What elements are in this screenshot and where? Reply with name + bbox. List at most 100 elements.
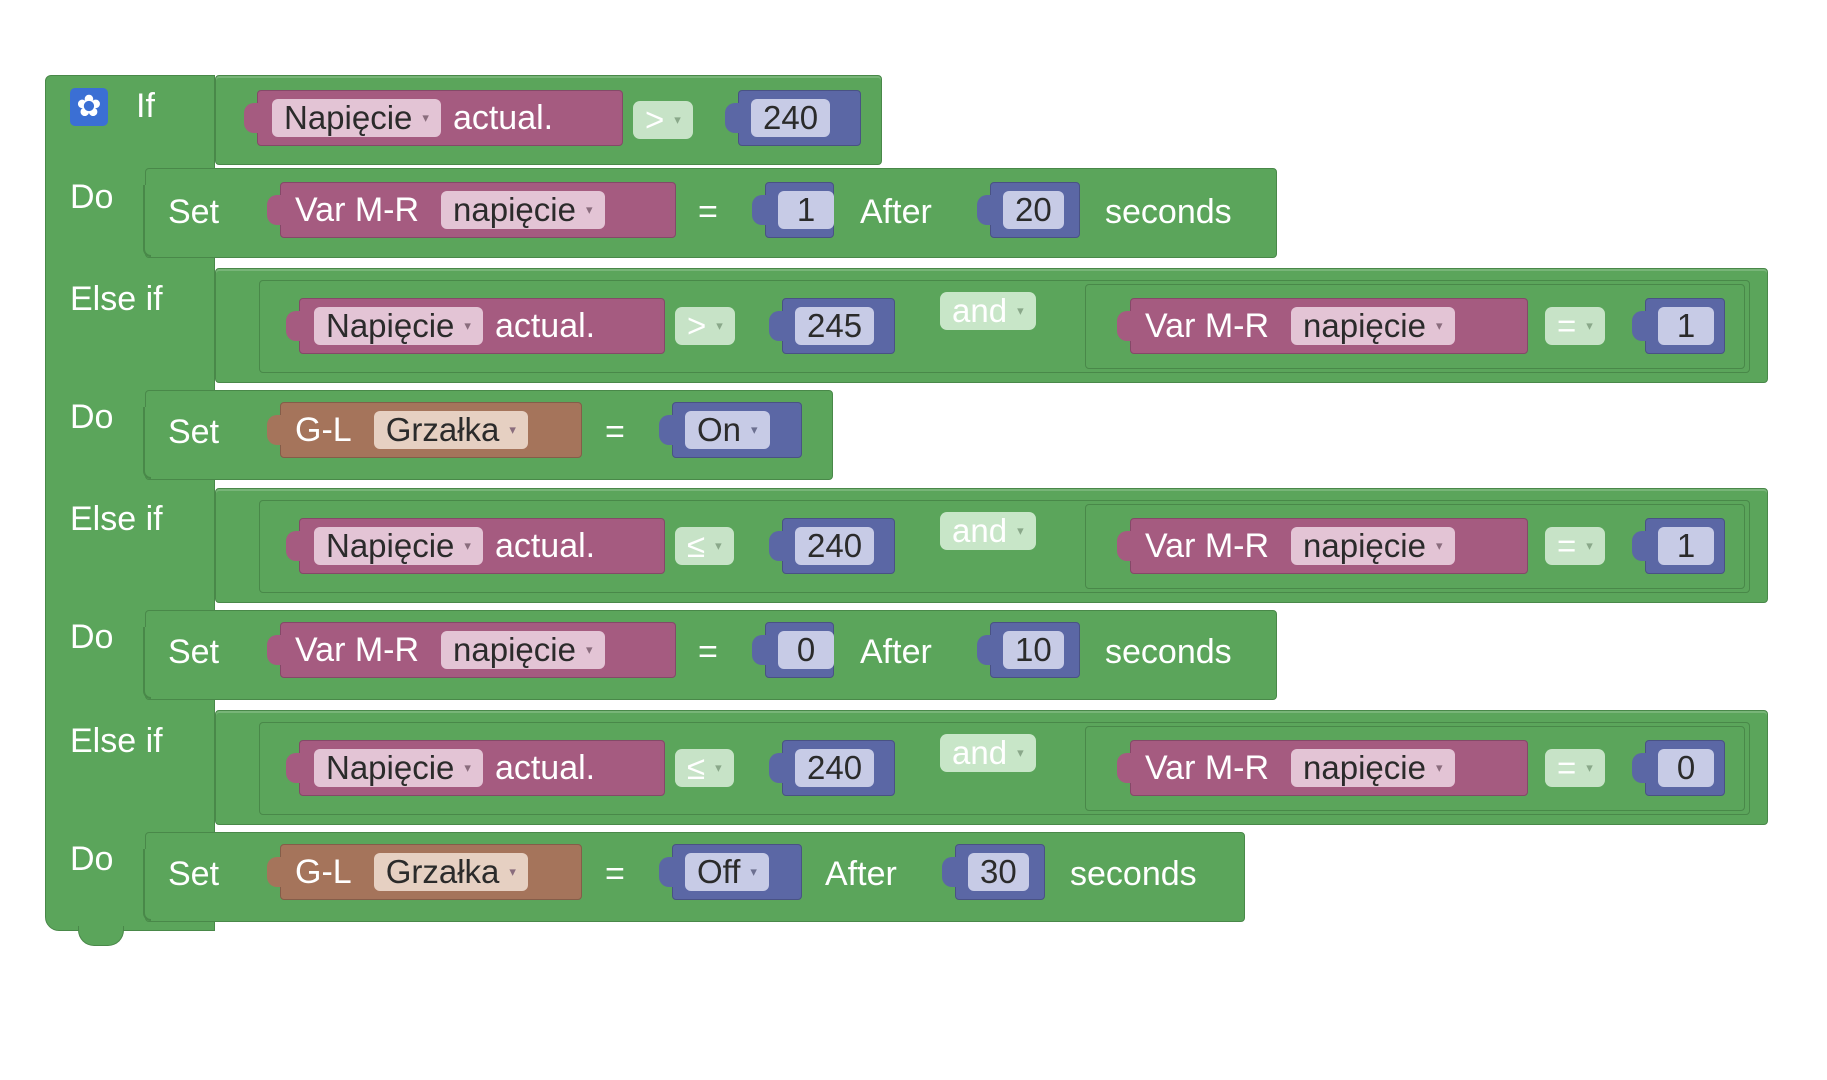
device-name-dropdown[interactable]: Napięcie▾ <box>314 749 483 787</box>
do-label: Do <box>70 178 114 216</box>
comparison-operator-dropdown[interactable]: =▾ <box>1545 307 1605 345</box>
gear-icon[interactable]: ✿ <box>70 88 108 126</box>
number-input[interactable]: 1 <box>1658 307 1714 345</box>
comparison-operator-dropdown[interactable]: >▾ <box>675 307 735 345</box>
dropdown-arrow-icon: ▾ <box>509 422 516 437</box>
comparison-operator-dropdown[interactable]: =▾ <box>1545 749 1605 787</box>
dropdown-arrow-icon: ▾ <box>1017 523 1024 538</box>
dropdown-arrow-icon: ▾ <box>464 760 471 775</box>
device-field-label: actual. <box>494 526 596 565</box>
comparison-operator-dropdown[interactable]: >▾ <box>633 101 693 139</box>
number-input[interactable]: 0 <box>778 631 834 669</box>
dropdown-arrow-icon: ▾ <box>1017 745 1024 760</box>
do-label: Do <box>70 618 114 656</box>
state-block[interactable]: On▾ <box>659 402 802 458</box>
number-block[interactable]: 20 <box>977 182 1080 238</box>
variable-field[interactable]: Var M-R napięcie▾ <box>1117 298 1528 354</box>
number-input[interactable]: 1 <box>778 191 834 229</box>
dropdown-arrow-icon: ▾ <box>585 202 593 217</box>
variable-field[interactable]: Var M-R napięcie▾ <box>1117 740 1528 796</box>
number-block[interactable]: 240 <box>769 518 895 574</box>
device-field-napiecie[interactable]: Napięcie▾ actual. <box>244 90 623 146</box>
dropdown-arrow-icon: ▾ <box>750 864 757 879</box>
gl-name-dropdown[interactable]: Grzałka▾ <box>373 411 528 449</box>
dropdown-arrow-icon: ▾ <box>1586 538 1593 553</box>
dropdown-arrow-icon: ▾ <box>1586 760 1593 775</box>
device-name-dropdown[interactable]: Napięcie▾ <box>272 99 441 137</box>
gl-name-dropdown[interactable]: Grzałka▾ <box>373 853 528 891</box>
dropdown-arrow-icon: ▾ <box>674 112 681 127</box>
dropdown-arrow-icon: ▾ <box>1017 303 1024 318</box>
comparison-operator-dropdown[interactable]: ≤▾ <box>675 749 734 787</box>
equals-label: = <box>605 855 625 893</box>
device-name-dropdown[interactable]: Napięcie▾ <box>314 527 483 565</box>
delay-input[interactable]: 10 <box>1003 631 1064 669</box>
device-name-dropdown[interactable]: Napięcie▾ <box>314 307 483 345</box>
variable-name-dropdown[interactable]: napięcie▾ <box>1291 749 1455 787</box>
number-input[interactable]: 1 <box>1658 527 1714 565</box>
number-block[interactable]: 240 <box>769 740 895 796</box>
after-label: After <box>860 193 932 231</box>
variable-name-dropdown[interactable]: napięcie▾ <box>1291 307 1455 345</box>
equals-label: = <box>698 193 718 231</box>
seconds-label: seconds <box>1105 193 1232 231</box>
variable-prefix: Var M-R <box>1145 306 1270 345</box>
number-block[interactable]: 30 <box>942 844 1045 900</box>
number-block[interactable]: 1 <box>1632 518 1725 574</box>
gl-prefix: G-L <box>295 410 352 449</box>
number-block[interactable]: 1 <box>1632 298 1725 354</box>
device-field-napiecie[interactable]: Napięcie▾ actual. <box>286 518 665 574</box>
dropdown-arrow-icon: ▾ <box>509 864 516 879</box>
device-field-napiecie[interactable]: Napięcie▾ actual. <box>286 298 665 354</box>
variable-name-dropdown[interactable]: napięcie▾ <box>441 631 605 669</box>
number-block[interactable]: 10 <box>977 622 1080 678</box>
number-block[interactable]: 1 <box>752 182 834 238</box>
variable-field[interactable]: Var M-R napięcie▾ <box>1117 518 1528 574</box>
if-label: If <box>136 87 155 125</box>
variable-name-dropdown[interactable]: napięcie▾ <box>1291 527 1455 565</box>
number-input[interactable]: 240 <box>795 749 875 787</box>
variable-prefix: Var M-R <box>1145 748 1270 787</box>
gl-field[interactable]: G-L Grzałka▾ <box>267 844 582 900</box>
state-dropdown[interactable]: Off▾ <box>685 853 769 891</box>
variable-prefix: Var M-R <box>295 630 420 669</box>
number-input[interactable]: 0 <box>1658 749 1714 787</box>
number-block[interactable]: 0 <box>1632 740 1725 796</box>
and-operator-dropdown[interactable]: and▾ <box>940 292 1036 330</box>
device-field-label: actual. <box>494 306 596 345</box>
set-label: Set <box>168 855 220 893</box>
number-block[interactable]: 240 <box>725 90 861 146</box>
variable-prefix: Var M-R <box>295 190 420 229</box>
number-block[interactable]: 0 <box>752 622 834 678</box>
and-operator-dropdown[interactable]: and▾ <box>940 512 1036 550</box>
delay-input[interactable]: 30 <box>968 853 1029 891</box>
number-input[interactable]: 240 <box>751 99 831 137</box>
and-operator-dropdown[interactable]: and▾ <box>940 734 1036 772</box>
variable-name-dropdown[interactable]: napięcie▾ <box>441 191 605 229</box>
dropdown-arrow-icon: ▾ <box>1586 318 1593 333</box>
delay-input[interactable]: 20 <box>1003 191 1064 229</box>
state-block[interactable]: Off▾ <box>659 844 802 900</box>
comparison-operator-dropdown[interactable]: =▾ <box>1545 527 1605 565</box>
dropdown-arrow-icon: ▾ <box>716 318 723 333</box>
comparison-operator-dropdown[interactable]: ≤▾ <box>675 527 734 565</box>
after-label: After <box>825 855 897 893</box>
number-input[interactable]: 245 <box>795 307 875 345</box>
after-label: After <box>860 633 932 671</box>
number-block[interactable]: 245 <box>769 298 895 354</box>
number-input[interactable]: 240 <box>795 527 875 565</box>
variable-field[interactable]: Var M-R napięcie▾ <box>267 622 676 678</box>
dropdown-arrow-icon: ▾ <box>1435 538 1443 553</box>
dropdown-arrow-icon: ▾ <box>715 538 722 553</box>
seconds-label: seconds <box>1070 855 1197 893</box>
else-if-label: Else if <box>70 722 163 760</box>
variable-field[interactable]: Var M-R napięcie▾ <box>267 182 676 238</box>
equals-label: = <box>605 413 625 451</box>
gl-field[interactable]: G-L Grzałka▾ <box>267 402 582 458</box>
device-field-napiecie[interactable]: Napięcie▾ actual. <box>286 740 665 796</box>
set-label: Set <box>168 193 220 231</box>
device-field-label: actual. <box>494 748 596 787</box>
state-dropdown[interactable]: On▾ <box>685 411 770 449</box>
do-label: Do <box>70 398 114 436</box>
